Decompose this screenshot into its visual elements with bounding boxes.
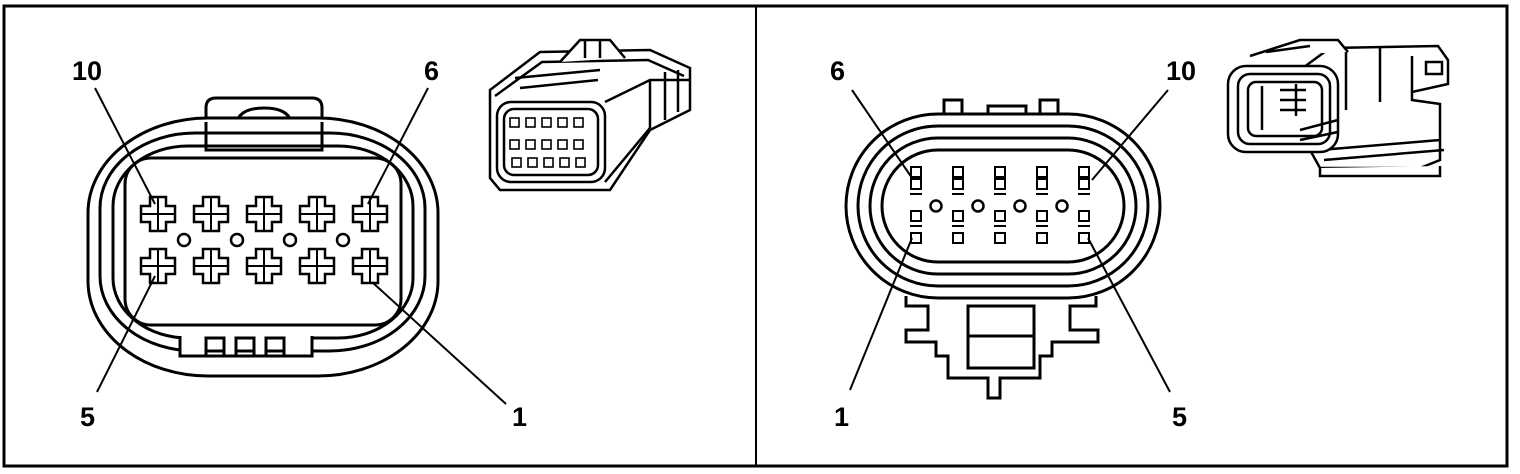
- right-top-ribs: [942, 98, 1060, 118]
- leader-right-10: [1091, 89, 1169, 181]
- right-terminal-block: [880, 148, 1126, 264]
- right-label-5: 5: [1172, 402, 1187, 432]
- leader-left-1: [371, 281, 507, 405]
- leader-right-6: [851, 89, 913, 179]
- pin-cavity: [298, 195, 336, 233]
- pin-terminal: [994, 232, 1006, 244]
- pin-terminal: [952, 178, 964, 190]
- pin-terminal: [994, 178, 1006, 190]
- pin-terminal: [994, 210, 1006, 222]
- right-label-6: 6: [830, 56, 845, 86]
- pin-guide-hole: [1055, 199, 1069, 213]
- pin-terminal: [1036, 166, 1048, 178]
- pin-cavity: [245, 247, 283, 285]
- right-pin-labels: 6 10 1 5: [830, 56, 1196, 432]
- right-connector-isometric: [1226, 38, 1450, 178]
- right-label-10: 10: [1166, 56, 1196, 86]
- right-connector-face: [844, 98, 1162, 400]
- left-terminal-block: [123, 156, 403, 327]
- left-connector-face: [86, 96, 440, 378]
- pin-terminal: [1036, 178, 1048, 190]
- right-housing-outer: [844, 112, 1162, 300]
- right-leader-lines: [849, 89, 1171, 393]
- pin-terminal: [952, 166, 964, 178]
- left-pin-labels: 10 6 5 1: [72, 56, 527, 432]
- left-label-1: 1: [512, 402, 527, 432]
- right-housing-seal: [856, 124, 1150, 288]
- pin-terminal: [952, 232, 964, 244]
- pin-cavity: [298, 247, 336, 285]
- left-leader-lines: [94, 87, 507, 405]
- pin-terminal: [1078, 232, 1090, 244]
- leader-left-10: [94, 87, 156, 205]
- left-pin-cavities: [139, 195, 389, 285]
- pin-terminal: [1078, 166, 1090, 178]
- pin-cavity: [351, 247, 389, 285]
- right-label-1: 1: [834, 402, 849, 432]
- left-keying-teeth: [178, 336, 314, 358]
- left-connector-isometric: [488, 38, 692, 192]
- pin-guide-hole: [1013, 199, 1027, 213]
- left-label-6: 6: [424, 56, 439, 86]
- pin-terminal: [910, 166, 922, 178]
- pin-cavity: [139, 247, 177, 285]
- pin-cavity: [192, 195, 230, 233]
- leader-left-5: [96, 275, 156, 393]
- pin-cavity: [245, 195, 283, 233]
- pin-guide-hole: [971, 199, 985, 213]
- pin-terminal: [994, 166, 1006, 178]
- pin-terminal: [1078, 210, 1090, 222]
- leader-right-5: [1087, 237, 1171, 393]
- pin-cavity: [351, 195, 389, 233]
- right-pin-terminals: [910, 166, 1090, 244]
- pin-terminal: [1078, 178, 1090, 190]
- left-label-10: 10: [72, 56, 102, 86]
- left-label-5: 5: [80, 402, 95, 432]
- pin-guide-hole: [229, 232, 245, 248]
- left-housing-outer: [86, 116, 440, 378]
- pin-cavity: [192, 247, 230, 285]
- pin-guide-hole: [176, 232, 192, 248]
- leader-left-6: [367, 87, 429, 205]
- pin-guide-hole: [282, 232, 298, 248]
- right-housing-inner: [868, 136, 1138, 276]
- pin-terminal: [1036, 232, 1048, 244]
- pin-terminal: [910, 210, 922, 222]
- left-latch-front: [204, 122, 324, 152]
- pin-guide-hole: [335, 232, 351, 248]
- pin-terminal: [910, 178, 922, 190]
- pin-terminal: [952, 210, 964, 222]
- pin-guide-hole: [929, 199, 943, 213]
- pin-terminal: [1036, 210, 1048, 222]
- pin-terminal: [910, 232, 922, 244]
- leader-right-1: [849, 237, 913, 391]
- pin-cavity: [139, 195, 177, 233]
